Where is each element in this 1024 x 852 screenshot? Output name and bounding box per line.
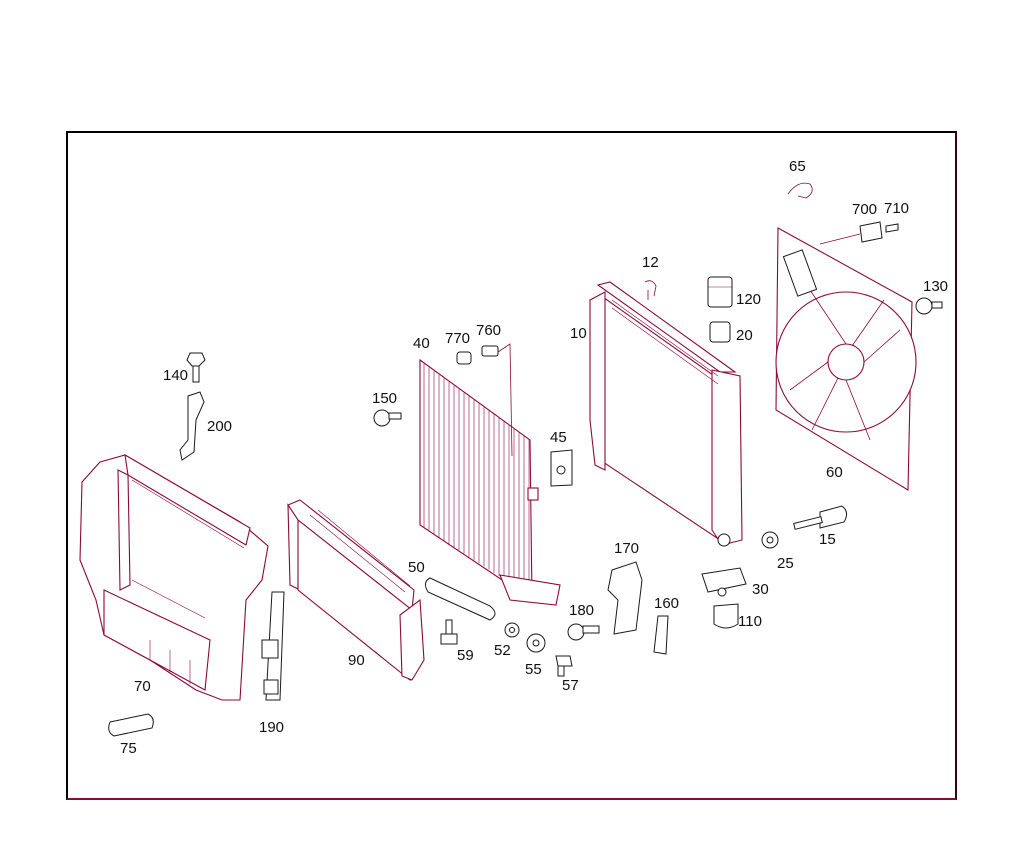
part-fan-60[interactable] (775, 227, 917, 491)
part-bolt-130[interactable] (915, 297, 943, 315)
callout-760: 760 (476, 322, 501, 339)
part-cap-20[interactable] (709, 321, 731, 343)
part-clip-12[interactable] (644, 280, 657, 300)
part-mount-30[interactable] (701, 567, 747, 597)
part-nut-55[interactable] (526, 633, 546, 653)
part-clip-65[interactable] (787, 182, 813, 199)
callout-110: 110 (738, 613, 762, 630)
part-drier-50[interactable] (424, 577, 496, 621)
callout-130: 130 (923, 278, 948, 295)
callout-40: 40 (413, 335, 430, 352)
callout-10: 10 (570, 325, 587, 342)
part-condenser-40[interactable] (419, 358, 561, 606)
callout-65: 65 (789, 158, 806, 175)
callout-90: 90 (348, 652, 365, 669)
part-aux-radiator-90[interactable] (287, 499, 425, 682)
callout-710: 710 (884, 200, 909, 217)
part-bolt-59[interactable] (440, 619, 458, 645)
callout-200: 200 (207, 418, 232, 435)
part-clip-160[interactable] (653, 615, 669, 655)
callout-12: 12 (642, 254, 659, 271)
part-pin-710[interactable] (885, 223, 899, 233)
part-bracket-200[interactable] (179, 391, 205, 461)
callout-770: 770 (445, 330, 470, 347)
part-bolt-180[interactable] (567, 623, 600, 641)
callout-120: 120 (736, 291, 761, 308)
callout-140: 140 (163, 367, 188, 384)
callout-160: 160 (654, 595, 679, 612)
part-bolt-140[interactable] (186, 352, 206, 383)
callout-60: 60 (826, 464, 843, 481)
diagram-frame (66, 131, 957, 800)
callout-25: 25 (777, 555, 794, 572)
callout-52: 52 (494, 642, 511, 659)
callout-57: 57 (562, 677, 579, 694)
callout-15: 15 (819, 531, 836, 548)
part-fitting-760[interactable] (481, 343, 513, 457)
callout-59: 59 (457, 647, 474, 664)
part-radiator-10[interactable] (589, 281, 743, 547)
part-sleeve-75[interactable] (108, 713, 154, 737)
part-shroud-70[interactable] (79, 453, 269, 701)
part-bracket-190[interactable] (261, 591, 285, 701)
callout-70: 70 (134, 678, 151, 695)
callout-50: 50 (408, 559, 425, 576)
part-sensor-15[interactable] (793, 505, 848, 530)
part-washer-52[interactable] (504, 622, 520, 638)
callout-180: 180 (569, 602, 594, 619)
part-ring-25[interactable] (761, 531, 779, 549)
part-cap-120[interactable] (707, 276, 733, 308)
part-fitting-770[interactable] (456, 351, 472, 365)
callout-75: 75 (120, 740, 137, 757)
callout-190: 190 (259, 719, 284, 736)
callout-700: 700 (852, 201, 877, 218)
callout-170: 170 (614, 540, 639, 557)
callout-20: 20 (736, 327, 753, 344)
callout-30: 30 (752, 581, 769, 598)
part-clip-45[interactable] (550, 449, 573, 487)
part-bushing-110[interactable] (713, 603, 739, 629)
part-bolt-57[interactable] (555, 655, 573, 677)
callout-150: 150 (372, 390, 397, 407)
part-plug-700[interactable] (819, 221, 883, 245)
callout-45: 45 (550, 429, 567, 446)
callout-55: 55 (525, 661, 542, 678)
part-bracket-170[interactable] (607, 561, 643, 635)
part-bolt-150[interactable] (373, 409, 402, 427)
